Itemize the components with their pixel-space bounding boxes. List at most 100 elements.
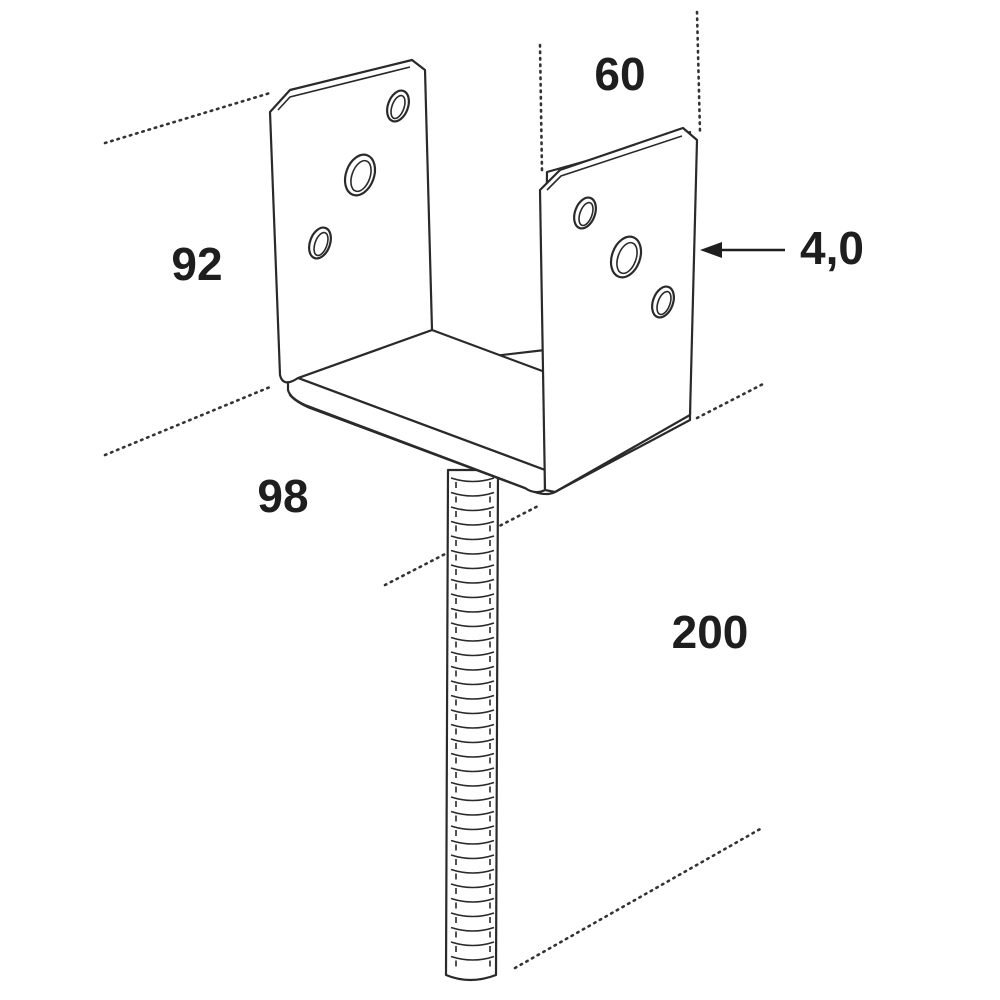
rod-thread-rib [450, 506, 495, 512]
rod-thread-edge [455, 786, 491, 793]
left-flange [268, 58, 434, 384]
rod-thread-rib [450, 752, 495, 758]
right-flange [538, 126, 699, 494]
guide-depth-right [695, 381, 767, 420]
rod-thread-rib [450, 810, 495, 816]
hole-left-2 [343, 153, 377, 197]
guide-top-left [103, 91, 272, 145]
rod-thread-edge [455, 859, 491, 865]
rod-thread-rib [450, 825, 495, 831]
rod-thread-rib [450, 622, 495, 628]
guide-rod-bottom [513, 826, 764, 970]
rod-thread-rib [450, 926, 495, 932]
right-flange-holes [573, 196, 675, 319]
rod-thread-edge [455, 670, 491, 677]
hole-left-2-inner [350, 159, 372, 193]
rod-thread-rib [450, 694, 495, 700]
rod-thread-rib [450, 941, 495, 947]
rod-thread-edge [455, 757, 491, 764]
rod-thread-rib [450, 839, 495, 845]
right-flange-bevel [546, 135, 683, 191]
rod-thread-edge [455, 960, 491, 967]
rod-thread-edge [455, 525, 491, 532]
rod-thread-rib [450, 477, 495, 483]
rod-thread-edge [455, 554, 491, 561]
arrow-head-icon [700, 242, 722, 258]
rod-thread-edge [455, 743, 491, 749]
label-thickness: 4,0 [800, 222, 864, 274]
hole-right-2 [609, 235, 643, 279]
rod-thread-rib [450, 593, 495, 599]
rod-thread-edge [455, 931, 491, 938]
rod-thread-rib [450, 665, 495, 671]
thickness-arrow [700, 242, 785, 258]
rod-thread-edge [455, 815, 491, 822]
rod-thread-edge [455, 641, 491, 648]
rod-thread-edge [455, 685, 491, 691]
hole-left-3-inner [313, 231, 329, 257]
rod-thread-rib [450, 535, 495, 541]
rod-thread-edge [455, 699, 491, 706]
rod-thread-rib [450, 868, 495, 874]
rod-thread-rib [450, 723, 495, 729]
rod-thread-edge [455, 830, 491, 836]
rod-thread-rib [450, 796, 495, 802]
rod-thread-rib [450, 767, 495, 773]
rod-thread-rib [450, 897, 495, 903]
hole-right-2-inner [616, 241, 638, 275]
rod-thread-rib [450, 680, 495, 686]
rod-thread-edge [455, 772, 491, 778]
rod-thread-rib [450, 651, 495, 657]
label-height: 92 [171, 238, 222, 290]
rod-thread-rib [450, 883, 495, 889]
rod-thread-edge [455, 569, 491, 575]
rod-thread-edge [455, 801, 491, 807]
rod-thread-edge [455, 598, 491, 604]
rod-threads [450, 477, 495, 967]
left-flange-holes [308, 89, 410, 260]
rod-thread-edge [455, 714, 491, 720]
rod-thread-edge [455, 728, 491, 735]
label-depth: 98 [257, 470, 308, 522]
rod-thread-rib [450, 738, 495, 744]
hole-left-1 [386, 89, 410, 123]
rod-thread-rib [450, 912, 495, 918]
guide-width-left [538, 43, 544, 174]
rod-thread-edge [455, 583, 491, 590]
rod-thread-edge [455, 902, 491, 909]
guide-bottom-left [103, 385, 272, 457]
rod-thread-rib [450, 491, 495, 497]
u-bracket [268, 58, 699, 496]
left-flange-bevel [277, 66, 411, 111]
rod-thread-edge [455, 946, 491, 952]
hole-right-3-inner [656, 290, 672, 316]
rod-thread-edge [455, 873, 491, 880]
threaded-rod [444, 468, 500, 982]
rod-thread-edge [455, 511, 491, 517]
hole-right-1-inner [578, 201, 594, 227]
rod-thread-edge [455, 888, 491, 894]
rod-thread-edge [455, 917, 491, 923]
rod-thread-rib [450, 578, 495, 584]
rod-thread-edge [455, 496, 491, 503]
rod-thread-edge [455, 482, 491, 488]
rod-thread-edge [455, 844, 491, 851]
rod-thread-edge [455, 540, 491, 546]
rod-thread-rib [450, 520, 495, 526]
rod-thread-rib [450, 549, 495, 555]
rod-thread-edge [455, 656, 491, 662]
rod-thread-rib [450, 709, 495, 715]
rod-body [444, 468, 500, 982]
rod-thread-rib [450, 955, 495, 961]
rod-thread-rib [450, 607, 495, 613]
hole-left-1-inner [390, 94, 406, 120]
rod-thread-rib [450, 854, 495, 860]
rod-thread-rib [450, 781, 495, 787]
rod-thread-edge [455, 612, 491, 619]
rod-thread-rib [450, 636, 495, 642]
guide-width-right [695, 10, 702, 134]
rod-thread-rib [450, 564, 495, 570]
rod-thread-edge [455, 627, 491, 633]
